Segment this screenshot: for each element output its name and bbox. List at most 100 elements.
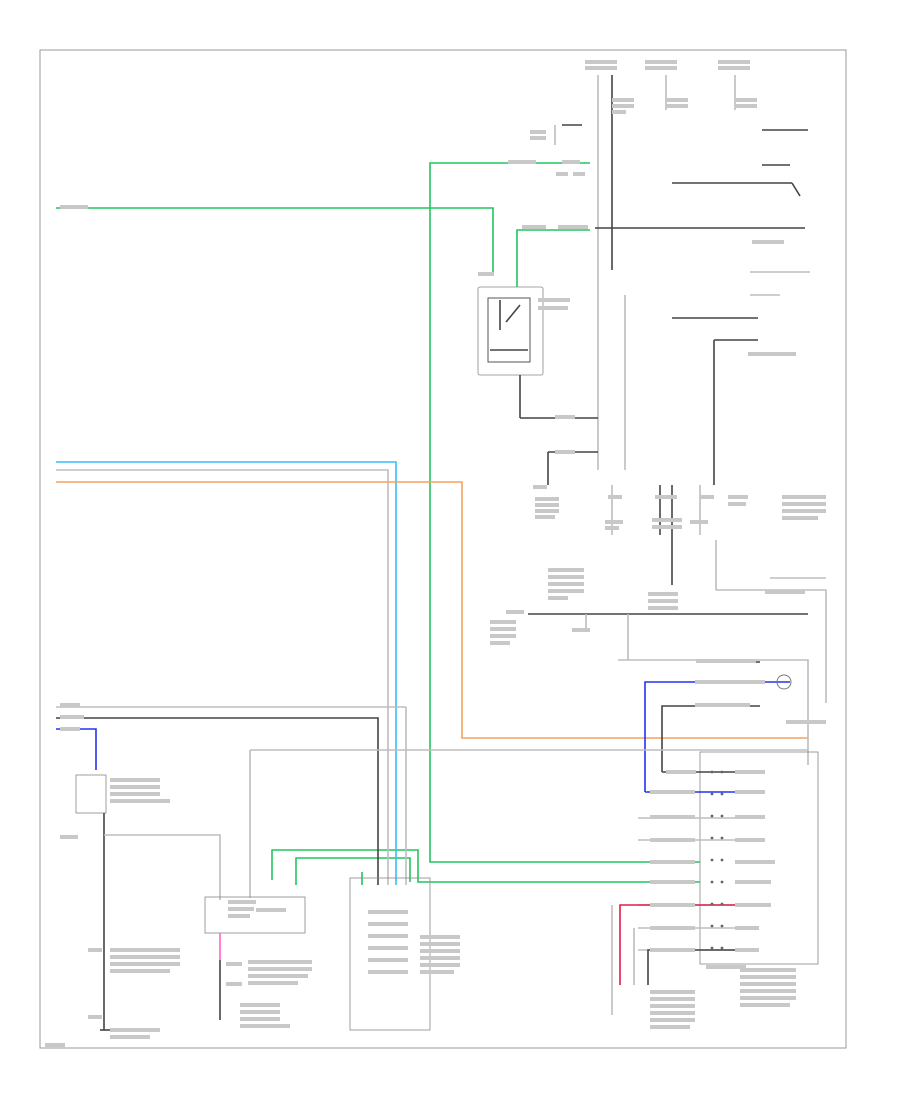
label-placeholder [60, 835, 78, 839]
label-placeholder [648, 599, 678, 603]
label-placeholder [782, 502, 826, 506]
connector-pin [710, 924, 714, 928]
label-placeholder [228, 900, 256, 904]
label-placeholder [535, 503, 559, 507]
label-placeholder [740, 982, 796, 986]
label-placeholder [558, 225, 588, 229]
label-placeholder [535, 515, 555, 519]
label-placeholder [650, 990, 695, 994]
connector-pin [710, 792, 714, 796]
label-placeholder [110, 969, 170, 973]
label-placeholder [696, 659, 756, 663]
label-placeholder [652, 525, 682, 529]
label-placeholder [735, 860, 775, 864]
label-placeholder [538, 298, 570, 302]
label-placeholder [548, 582, 584, 586]
control-module-box [699, 751, 819, 965]
label-placeholder [535, 497, 559, 501]
connector-pin [710, 946, 714, 950]
label-placeholder [690, 520, 708, 524]
label-placeholder [226, 982, 242, 986]
label-placeholder [782, 509, 826, 513]
label-placeholder [548, 568, 584, 572]
connector-pin [710, 814, 714, 818]
label-placeholder [368, 910, 408, 914]
connector-pin [720, 792, 724, 796]
label-placeholders [45, 60, 826, 1047]
label-placeholder [110, 778, 160, 782]
label-placeholder [650, 1004, 695, 1008]
label-placeholder [573, 172, 585, 176]
label-placeholder [60, 715, 84, 719]
label-placeholder [240, 1024, 290, 1028]
label-placeholder [110, 962, 180, 966]
label-placeholder [522, 225, 546, 229]
connector-pin [710, 902, 714, 906]
label-placeholder [735, 98, 757, 102]
label-placeholder [256, 908, 286, 912]
label-placeholder [735, 770, 765, 774]
label-placeholder [368, 934, 408, 938]
label-placeholder [650, 903, 695, 907]
label-placeholder [718, 60, 750, 64]
label-placeholder [572, 628, 590, 632]
label-placeholder [530, 130, 546, 134]
label-placeholder [612, 110, 626, 114]
label-placeholder [740, 996, 796, 1000]
label-placeholder [88, 948, 102, 952]
label-placeholder [650, 815, 695, 819]
label-placeholder [60, 703, 80, 707]
label-placeholder [478, 272, 494, 276]
sensor-icon [776, 674, 792, 690]
label-placeholder [110, 1035, 150, 1039]
label-placeholder [490, 634, 516, 638]
label-placeholder [735, 880, 771, 884]
label-placeholder [535, 509, 559, 513]
label-placeholder [585, 66, 617, 70]
label-placeholder [650, 948, 695, 952]
orange-wire [56, 481, 808, 739]
label-placeholder [506, 610, 524, 614]
label-placeholder [248, 967, 312, 971]
label-placeholder [240, 1017, 280, 1021]
label-placeholder [368, 922, 408, 926]
label-placeholder [695, 680, 765, 684]
label-placeholder [110, 785, 160, 789]
label-placeholder [420, 970, 454, 974]
connector-pin [720, 880, 724, 884]
label-placeholder [728, 495, 748, 499]
ground-wire [547, 451, 598, 485]
label-placeholder [695, 703, 750, 707]
label-placeholder [228, 914, 250, 918]
label-placeholder [538, 306, 568, 310]
label-placeholder [530, 136, 546, 140]
label-placeholder [666, 98, 688, 102]
label-placeholder [782, 495, 826, 499]
label-placeholder [508, 160, 536, 164]
connector-pin [710, 836, 714, 840]
connector-pin [720, 836, 724, 840]
label-placeholder [110, 799, 170, 803]
label-placeholder [110, 1028, 160, 1032]
label-placeholder [555, 415, 575, 419]
label-placeholder [368, 958, 408, 962]
label-placeholder [605, 526, 619, 530]
label-placeholder [226, 962, 242, 966]
label-placeholder [650, 997, 695, 1001]
label-placeholder [228, 907, 254, 911]
label-placeholder [666, 104, 688, 108]
label-placeholder [740, 989, 796, 993]
label-placeholder [248, 960, 312, 964]
connector-pin [720, 770, 724, 774]
label-placeholder [650, 838, 695, 842]
label-placeholder [650, 1025, 690, 1029]
sensor-box [75, 774, 107, 814]
label-placeholder [110, 948, 180, 952]
label-placeholder [248, 981, 298, 985]
connector-pin [710, 880, 714, 884]
label-placeholder [60, 727, 80, 731]
label-placeholder [555, 450, 575, 454]
label-placeholder [240, 1010, 280, 1014]
